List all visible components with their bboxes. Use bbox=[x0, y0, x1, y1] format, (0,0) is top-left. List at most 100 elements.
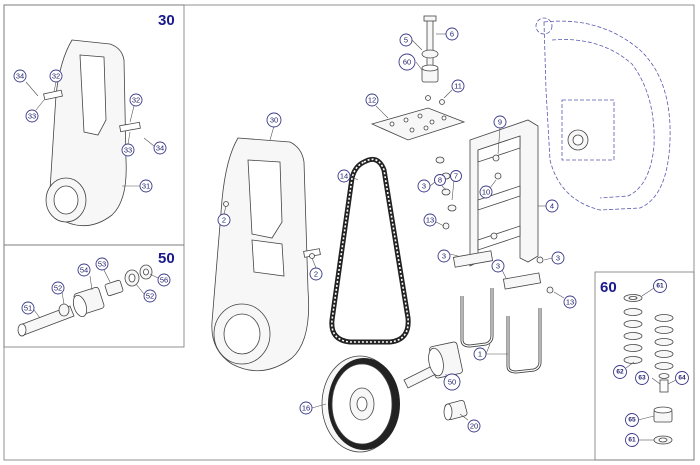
callout-61-b: 61 bbox=[625, 433, 639, 447]
callout-6: 6 bbox=[445, 27, 459, 41]
svg-text:56: 56 bbox=[160, 276, 168, 285]
callout-11: 11 bbox=[451, 79, 465, 93]
svg-text:12: 12 bbox=[368, 96, 376, 105]
callout-7: 7 bbox=[450, 170, 462, 182]
svg-text:34: 34 bbox=[16, 72, 24, 81]
svg-text:9: 9 bbox=[498, 118, 502, 127]
svg-text:7: 7 bbox=[454, 172, 458, 181]
callout-5: 5 bbox=[399, 33, 413, 47]
belt-guard-small bbox=[43, 39, 141, 227]
panel-30-title: 30 bbox=[158, 12, 175, 29]
callout-30: 30 bbox=[266, 112, 282, 128]
callout-63: 63 bbox=[635, 371, 649, 385]
callout-62: 62 bbox=[613, 365, 627, 379]
callout-3-d: 3 bbox=[551, 251, 565, 265]
svg-text:6: 6 bbox=[450, 30, 454, 39]
svg-text:32: 32 bbox=[52, 72, 60, 81]
svg-text:30: 30 bbox=[270, 116, 278, 125]
svg-text:32: 32 bbox=[132, 96, 140, 105]
panel-60: 60 61 62 63 bbox=[594, 271, 695, 461]
callout-34-b: 34 bbox=[153, 141, 167, 155]
panel-50-title: 50 bbox=[158, 250, 175, 267]
belt-guard-large bbox=[211, 137, 321, 372]
svg-text:52: 52 bbox=[146, 292, 154, 301]
v-belt bbox=[329, 156, 411, 345]
callout-56: 56 bbox=[157, 273, 171, 287]
u-bolts bbox=[460, 288, 542, 374]
fan-housing-dashed bbox=[535, 17, 671, 211]
callout-51: 51 bbox=[21, 301, 35, 315]
motor-plate bbox=[370, 107, 466, 141]
callout-16: 16 bbox=[299, 401, 313, 415]
callout-4: 4 bbox=[545, 199, 559, 213]
sleeve bbox=[443, 399, 468, 421]
support-frame bbox=[452, 119, 542, 290]
svg-text:13: 13 bbox=[426, 216, 434, 225]
callout-12: 12 bbox=[365, 93, 379, 107]
callout-33-a: 33 bbox=[25, 109, 39, 123]
callout-2-b: 2 bbox=[309, 267, 323, 281]
callout-34-a: 34 bbox=[13, 69, 27, 83]
svg-text:4: 4 bbox=[550, 202, 554, 211]
svg-text:2: 2 bbox=[314, 270, 318, 279]
callout-65: 65 bbox=[625, 413, 639, 427]
callout-33-b: 33 bbox=[121, 143, 135, 157]
svg-text:52: 52 bbox=[54, 284, 62, 293]
svg-text:33: 33 bbox=[28, 112, 36, 121]
callout-20: 20 bbox=[467, 419, 481, 433]
svg-text:54: 54 bbox=[80, 266, 88, 275]
pulley bbox=[321, 355, 400, 453]
svg-text:20: 20 bbox=[470, 422, 478, 431]
panel-60-border bbox=[594, 271, 695, 461]
svg-text:8: 8 bbox=[438, 176, 442, 185]
svg-text:64: 64 bbox=[678, 375, 686, 382]
tension-bolt bbox=[421, 15, 439, 83]
svg-text:5: 5 bbox=[404, 36, 408, 45]
callout-14: 14 bbox=[337, 169, 351, 183]
svg-text:62: 62 bbox=[616, 369, 624, 376]
callout-8: 8 bbox=[434, 174, 446, 186]
svg-text:50: 50 bbox=[448, 378, 456, 387]
callout-53: 53 bbox=[95, 257, 109, 271]
callout-10: 10 bbox=[479, 185, 493, 199]
callout-61-a: 61 bbox=[653, 279, 667, 293]
hardware-small-parts bbox=[223, 95, 554, 294]
callout-3-b: 3 bbox=[437, 249, 451, 263]
svg-text:3: 3 bbox=[442, 252, 446, 261]
svg-text:14: 14 bbox=[340, 172, 348, 181]
callout-3-a: 3 bbox=[417, 179, 431, 193]
callout-52-b: 52 bbox=[143, 289, 157, 303]
panel-60-title: 60 bbox=[600, 279, 617, 296]
svg-text:13: 13 bbox=[566, 298, 574, 307]
callout-60: 60 bbox=[398, 53, 416, 71]
svg-text:60: 60 bbox=[403, 58, 411, 67]
svg-text:1: 1 bbox=[478, 350, 482, 359]
svg-text:63: 63 bbox=[638, 375, 646, 382]
svg-text:31: 31 bbox=[142, 182, 150, 191]
svg-text:34: 34 bbox=[156, 144, 164, 153]
callout-54: 54 bbox=[77, 263, 91, 277]
svg-text:53: 53 bbox=[98, 260, 106, 269]
svg-text:3: 3 bbox=[556, 254, 560, 263]
svg-text:61: 61 bbox=[656, 283, 664, 290]
callout-1: 1 bbox=[473, 347, 487, 361]
panel-30: 30 34 32 33 32 33 34 31 bbox=[3, 4, 185, 246]
callout-9: 9 bbox=[493, 115, 507, 129]
panel-50: 50 54 53 56 52 52 51 bbox=[3, 244, 185, 348]
callout-32-a: 32 bbox=[49, 69, 63, 83]
callout-50: 50 bbox=[443, 373, 461, 391]
callout-64: 64 bbox=[675, 371, 689, 385]
svg-text:10: 10 bbox=[482, 188, 490, 197]
svg-text:65: 65 bbox=[628, 417, 636, 424]
callout-2-a: 2 bbox=[217, 213, 231, 227]
callout-32-b: 32 bbox=[129, 93, 143, 107]
svg-text:51: 51 bbox=[24, 304, 32, 313]
callout-52-a: 52 bbox=[51, 281, 65, 295]
bushing-stack bbox=[623, 294, 674, 445]
callout-13-a: 13 bbox=[423, 213, 437, 227]
callout-13-b: 13 bbox=[563, 295, 577, 309]
callout-3-c: 3 bbox=[491, 259, 505, 273]
shaft-assembly-small bbox=[17, 264, 153, 337]
svg-text:3: 3 bbox=[496, 262, 500, 271]
